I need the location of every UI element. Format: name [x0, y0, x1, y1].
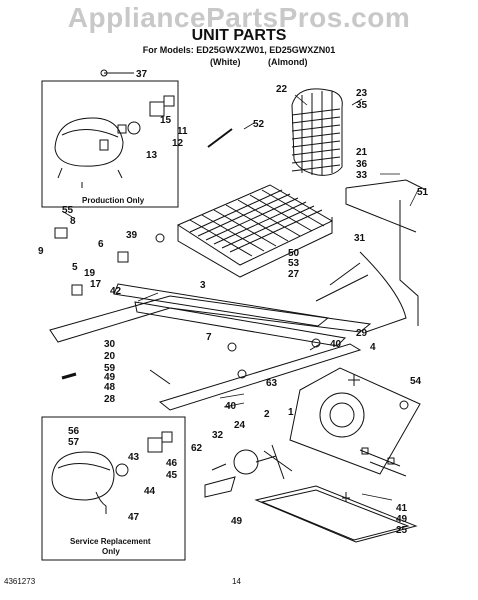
callout-17: 17	[90, 279, 102, 290]
relay-production	[117, 95, 175, 135]
callout-29: 29	[356, 328, 368, 339]
page-number: 14	[232, 577, 241, 586]
callout-11: 11	[177, 126, 188, 137]
condenser-coil	[291, 88, 343, 176]
unit-compartment-shroud	[289, 367, 421, 477]
production-only-label: Production Only	[82, 196, 145, 205]
compressor-production	[54, 117, 124, 188]
callout-8: 8	[70, 216, 76, 227]
callout-57: 57	[68, 437, 80, 448]
compressor-service	[51, 431, 173, 514]
callout-3: 3	[200, 280, 206, 291]
tubing	[315, 179, 427, 333]
callout-43: 43	[128, 452, 140, 463]
callout-30: 30	[104, 339, 116, 350]
callout-4: 4	[370, 342, 376, 353]
callout-49-upper: 49	[104, 372, 116, 383]
callout-24: 24	[234, 420, 246, 431]
callout-56: 56	[68, 426, 80, 437]
callout-42: 42	[110, 286, 122, 297]
watermark: AppliancePartsPros.com	[67, 2, 411, 33]
callout-37: 37	[136, 69, 148, 80]
evaporator-coil	[176, 184, 334, 278]
callout-13: 13	[146, 150, 158, 161]
callout-1: 1	[288, 407, 294, 418]
callout-53: 53	[288, 258, 300, 269]
callout-12: 12	[172, 138, 184, 149]
callout-2: 2	[264, 409, 270, 420]
callout-59: 59	[104, 363, 116, 374]
callout-39: 39	[126, 230, 138, 241]
service-replacement-label: Service Replacement	[70, 537, 151, 546]
callout-45: 45	[166, 470, 178, 481]
callout-22: 22	[276, 84, 288, 95]
condenser-fan-motor	[204, 444, 293, 498]
callout-28: 28	[104, 394, 116, 405]
callout-46: 46	[166, 458, 178, 469]
callout-32: 32	[212, 430, 224, 441]
callout-51: 51	[417, 187, 429, 198]
callout-15: 15	[160, 115, 172, 126]
base-frame	[49, 283, 372, 411]
callout-5: 5	[72, 262, 78, 273]
drain-pan	[254, 485, 418, 543]
callout-19: 19	[84, 268, 96, 279]
callout-33: 33	[356, 170, 368, 181]
callout-48: 48	[104, 382, 116, 393]
hardware	[54, 69, 409, 502]
callout-40-upper: 40	[330, 339, 342, 350]
callout-7: 7	[206, 332, 212, 343]
callout-62: 62	[191, 443, 203, 454]
callout-31: 31	[354, 233, 366, 244]
callout-23: 23	[356, 88, 368, 99]
model-numbers: For Models: ED25GWXZW01, ED25GWXZN01	[142, 45, 336, 55]
callout-27: 27	[288, 269, 300, 280]
variant-white: (White)	[210, 57, 241, 67]
callout-25: 25	[396, 525, 408, 536]
service-only-label: Only	[102, 547, 120, 556]
callout-63: 63	[266, 378, 278, 389]
callout-49-right: 49	[396, 514, 408, 525]
variant-almond: (Almond)	[268, 57, 308, 67]
callout-49-lower: 49	[231, 516, 243, 527]
callout-55: 55	[62, 205, 74, 216]
production-only-box	[41, 80, 179, 208]
callout-20: 20	[104, 351, 116, 362]
callout-44: 44	[144, 486, 156, 497]
diagram-title: UNIT PARTS	[191, 27, 287, 44]
callout-40-lower: 40	[225, 401, 237, 412]
callout-50: 50	[288, 248, 300, 259]
callout-47: 47	[128, 512, 140, 523]
callout-54: 54	[410, 376, 422, 387]
document-number: 4361273	[4, 577, 36, 586]
callout-35: 35	[356, 100, 368, 111]
callout-52: 52	[253, 119, 265, 130]
callout-36: 36	[356, 159, 368, 170]
callout-41: 41	[396, 503, 408, 514]
callout-21: 21	[356, 147, 368, 158]
callout-6: 6	[98, 239, 104, 250]
callout-9: 9	[38, 246, 44, 257]
service-replacement-box	[41, 416, 186, 561]
